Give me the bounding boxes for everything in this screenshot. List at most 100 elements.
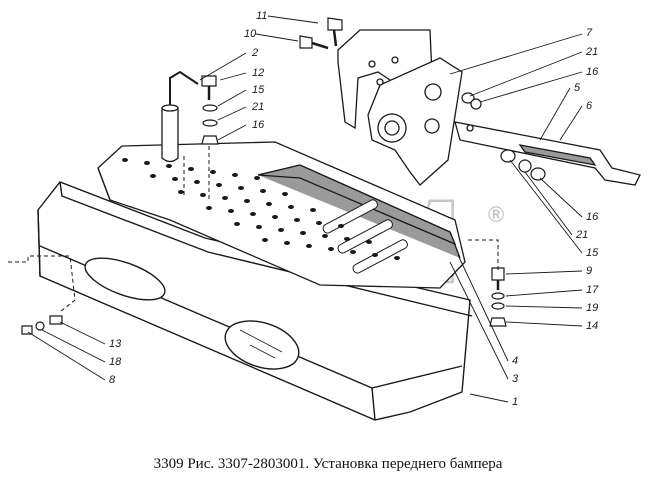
callout-c11: 11 [256, 10, 267, 22]
plate-hole [262, 238, 268, 242]
leader-line-c21a [217, 106, 247, 121]
plate-hole [222, 196, 228, 200]
plate-hole [194, 180, 200, 184]
callout-c1: 1 [512, 396, 518, 408]
callout-c10: 10 [244, 28, 257, 40]
callout-c3: 3 [512, 373, 519, 385]
leader-line-c7 [449, 33, 583, 75]
plate-hole [272, 215, 278, 219]
plate-hole [278, 228, 284, 232]
leader-line-c15a [217, 89, 247, 107]
callout-c8: 8 [109, 374, 116, 386]
plate-hole [144, 161, 150, 165]
arm [454, 121, 641, 186]
plate-hole [254, 176, 260, 180]
plate-hole [284, 241, 290, 245]
leader-line-c15b [509, 159, 583, 254]
plate-hole [344, 237, 350, 241]
plate-hole [260, 189, 266, 193]
leader-line-c16c [539, 177, 583, 218]
callout-c18: 18 [109, 356, 122, 368]
leader-line-c6 [559, 105, 583, 141]
plate-hole [188, 167, 194, 171]
plate-hole [238, 186, 244, 190]
callout-c21c: 21 [575, 229, 588, 241]
leader-line-c12 [219, 72, 247, 81]
callout-c16b: 16 [586, 66, 599, 78]
callout-c12: 12 [252, 67, 264, 79]
plate-hole [300, 231, 306, 235]
plate-hole [234, 222, 240, 226]
plate-hole [294, 218, 300, 222]
callout-c21a: 21 [251, 101, 264, 113]
plate-hole [210, 170, 216, 174]
bracket [337, 29, 463, 186]
leader-line-c11 [267, 15, 319, 24]
callout-c19: 19 [586, 302, 598, 314]
leader-line-c8 [27, 331, 106, 381]
leader-line-c18 [41, 329, 106, 363]
plate-hole [256, 225, 262, 229]
leader-line-c16a [217, 124, 247, 141]
plate-hole [306, 244, 312, 248]
leader-line-c21c [524, 171, 573, 236]
leader-line-c16b [479, 71, 583, 103]
leader-line-c4 [457, 254, 509, 362]
callout-c7: 7 [586, 27, 593, 39]
callout-labels: 1110212152116721165616211591719141318843… [109, 10, 599, 408]
plate-hole [310, 208, 316, 212]
plate-hole [122, 158, 128, 162]
plate-hole [316, 221, 322, 225]
plate-hole [244, 199, 250, 203]
callout-c9: 9 [586, 265, 592, 277]
leader-line-c17 [505, 289, 583, 297]
callout-c6: 6 [586, 100, 593, 112]
callout-c2: 2 [251, 47, 258, 59]
plate-hole [150, 174, 156, 178]
plate-hole [288, 205, 294, 209]
callout-c16a: 16 [252, 119, 265, 131]
plate-hole [366, 240, 372, 244]
leader-line-c13 [59, 321, 106, 345]
plate-hole [394, 256, 400, 260]
leader-line-c14 [505, 321, 583, 327]
callout-c14: 14 [586, 320, 598, 332]
leader-line-c10 [255, 33, 299, 42]
leader-line-c1 [469, 393, 509, 403]
leader-line-c19 [505, 305, 583, 309]
plate-hole [200, 193, 206, 197]
leader-line-c21b [469, 51, 583, 97]
pin [161, 70, 199, 163]
plate-hole [250, 212, 256, 216]
leader-lines [27, 15, 583, 403]
figure-caption: 3309 Рис. 3307-2803001. Установка передн… [153, 456, 503, 472]
plate-hole [178, 190, 184, 194]
callout-c13: 13 [109, 338, 122, 350]
assembly-guides [8, 146, 499, 313]
callout-c5: 5 [574, 82, 581, 94]
plate-hole [172, 177, 178, 181]
plate-hole [350, 250, 356, 254]
callout-c4: 4 [512, 355, 518, 367]
plate-hole [166, 164, 172, 168]
leader-line-c2 [199, 52, 247, 81]
callout-c17: 17 [586, 284, 599, 296]
leader-line-c9 [505, 270, 583, 275]
plate-hole [372, 253, 378, 257]
callout-c15b: 15 [586, 247, 599, 259]
watermark-mark: ® [488, 202, 504, 227]
leader-line-c3 [449, 261, 509, 380]
plate-hole [232, 173, 238, 177]
plate-holes [122, 158, 400, 260]
plate-hole [266, 202, 272, 206]
plate-hole [328, 247, 334, 251]
plate-hole [322, 234, 328, 238]
plate-hole [338, 224, 344, 228]
plate-hole [206, 206, 212, 210]
callout-c16c: 16 [586, 211, 599, 223]
plate-hole [216, 183, 222, 187]
callout-c21b: 21 [585, 46, 598, 58]
bumper-beam [37, 181, 473, 421]
plate-hole [282, 192, 288, 196]
